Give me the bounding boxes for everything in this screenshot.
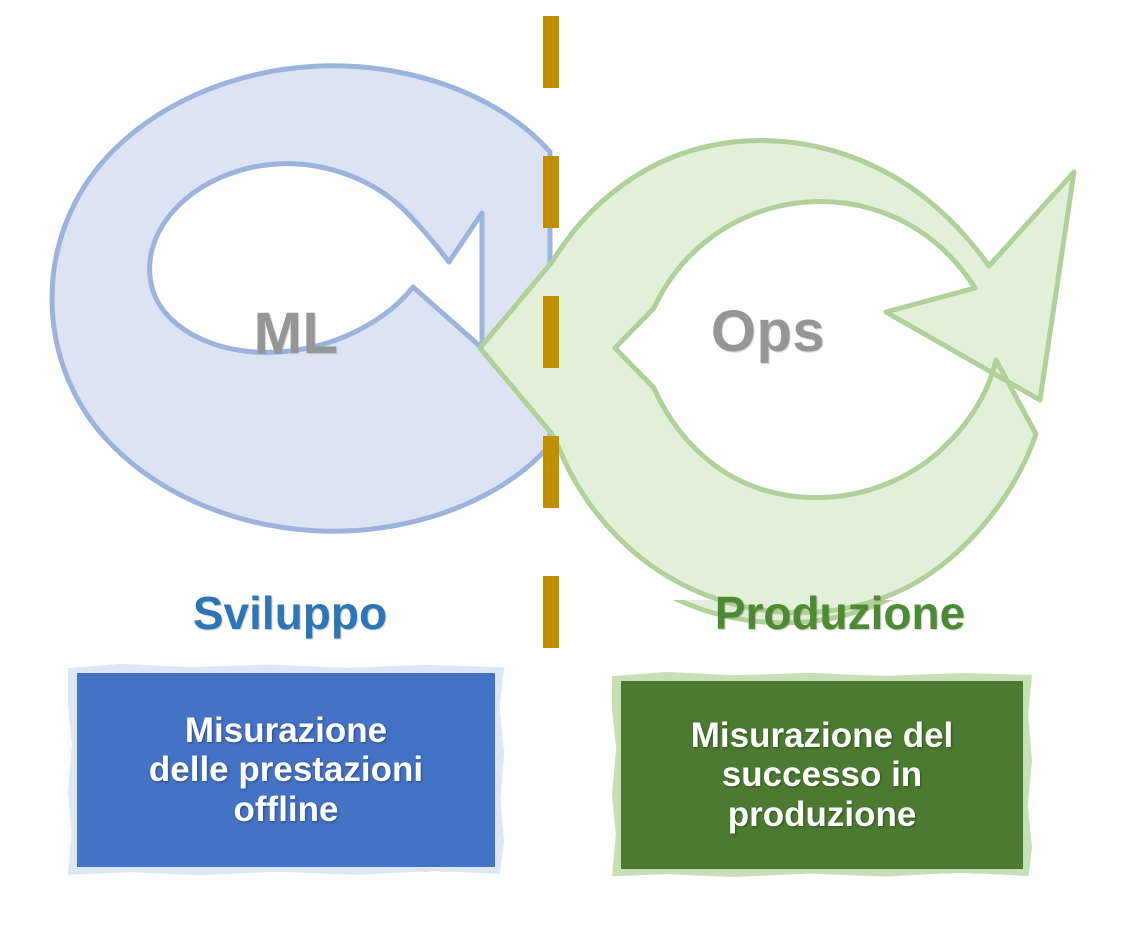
callout-right-line-3: produzione: [727, 794, 917, 834]
ml-ring: [49, 63, 553, 534]
ops-ring: [477, 138, 1077, 616]
callout-right-text: Misurazione del successo in produzione: [691, 716, 954, 835]
callout-offline-performance[interactable]: Misurazione delle prestazioni offline: [68, 664, 504, 876]
ops-ring-label: Ops: [710, 299, 826, 364]
caption-sviluppo: Sviluppo: [192, 587, 388, 639]
callout-left-line-1: Misurazione: [184, 710, 388, 750]
callout-production-success[interactable]: Misurazione del successo in produzione: [612, 672, 1032, 877]
callout-left-line-3: offline: [233, 789, 339, 829]
callout-left-text: Misurazione delle prestazioni offline: [149, 711, 423, 830]
ml-ring-label: ML: [253, 301, 339, 366]
dashed-divider-overlay: [543, 296, 559, 460]
callout-left-line-2: delle prestazioni: [148, 750, 424, 790]
divider-dash-junction-bottom: [543, 436, 559, 460]
divider-dash-junction-top: [543, 296, 559, 338]
callout-right-line-1: Misurazione del: [690, 715, 954, 755]
ml-ring-shape-final: [49, 63, 553, 534]
caption-produzione: Produzione: [714, 587, 966, 639]
ops-ring-shape-final: [477, 138, 1077, 616]
callout-right-line-2: successo in: [721, 755, 923, 795]
